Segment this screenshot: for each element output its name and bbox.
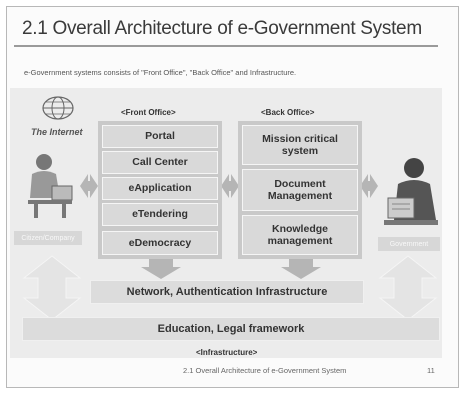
infrastructure-label: <Infrastructure> <box>196 348 258 357</box>
globe-icon <box>42 96 74 120</box>
title-divider <box>14 45 438 47</box>
page-number: 11 <box>427 366 435 375</box>
front-office-title: <Front Office> <box>121 108 176 117</box>
back-down-arrow <box>281 259 321 279</box>
citizen-at-computer-icon <box>28 154 73 218</box>
back-office-item-mission-critical: Mission critical system <box>242 125 358 165</box>
left-vertical-arrow <box>22 255 82 321</box>
back-office-title: <Back Office> <box>261 108 315 117</box>
government-official-icon <box>384 158 438 225</box>
back-office-item-knowledge-management: Knowledge management <box>242 215 358 255</box>
front-office-item-eapplication: eApplication <box>102 177 218 200</box>
internet-caption: The Internet <box>31 127 83 137</box>
government-label: Government <box>378 237 440 251</box>
education-legal-bar: Education, Legal framework <box>22 317 440 341</box>
front-office-item-call-center: Call Center <box>102 151 218 174</box>
citizen-front-arrow <box>80 174 98 198</box>
slide-footer: 2.1 Overall Architecture of e-Government… <box>183 366 347 375</box>
front-office-item-edemocracy: eDemocracy <box>102 231 218 255</box>
front-office-item-portal: Portal <box>102 125 218 148</box>
slide-title: 2.1 Overall Architecture of e-Government… <box>22 18 422 39</box>
slide-subtitle: e-Government systems consists of "Front … <box>24 68 297 77</box>
back-office-item-document-management: Document Management <box>242 169 358 211</box>
back-government-arrow <box>360 174 378 198</box>
front-office-item-etendering: eTendering <box>102 203 218 226</box>
citizen-company-label: Citizen/Company <box>14 231 82 245</box>
network-authentication-bar: Network, Authentication Infrastructure <box>90 280 364 304</box>
front-back-arrow <box>221 174 239 198</box>
diagram-area <box>10 88 442 358</box>
right-vertical-arrow <box>378 255 438 321</box>
front-down-arrow <box>141 259 181 279</box>
